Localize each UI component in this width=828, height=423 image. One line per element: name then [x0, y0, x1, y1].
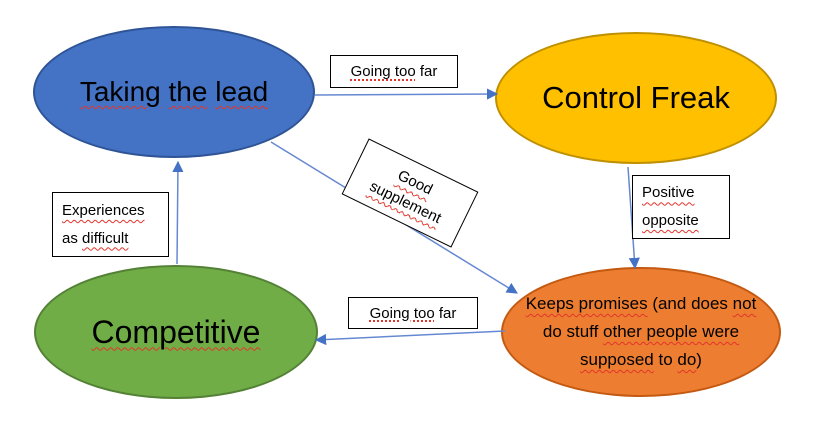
- node-control-freak-label: Control Freak: [542, 80, 730, 115]
- edge-label-going-too-far-top: Going too far: [330, 55, 458, 88]
- arrow-lead-to-control-freak: [314, 88, 499, 100]
- edge-label-going-too-far-top-text: Going too far: [350, 63, 438, 80]
- edge-label-going-too-far-bottom: Going too far: [348, 297, 478, 329]
- node-competitive-label: Competitive: [91, 313, 261, 350]
- arrow-competitive-to-lead: [172, 160, 184, 265]
- node-taking-the-lead-label: Taking the lead: [79, 76, 269, 107]
- arrow-control-freak-to-keeps-promises: [627, 166, 640, 270]
- edge-label-going-too-far-bottom-text: Going too far: [369, 304, 457, 322]
- node-competitive: Competitive: [34, 265, 318, 399]
- arrow-keeps-promises-to-competitive: [314, 330, 506, 346]
- node-taking-the-lead: Taking the lead: [33, 26, 315, 158]
